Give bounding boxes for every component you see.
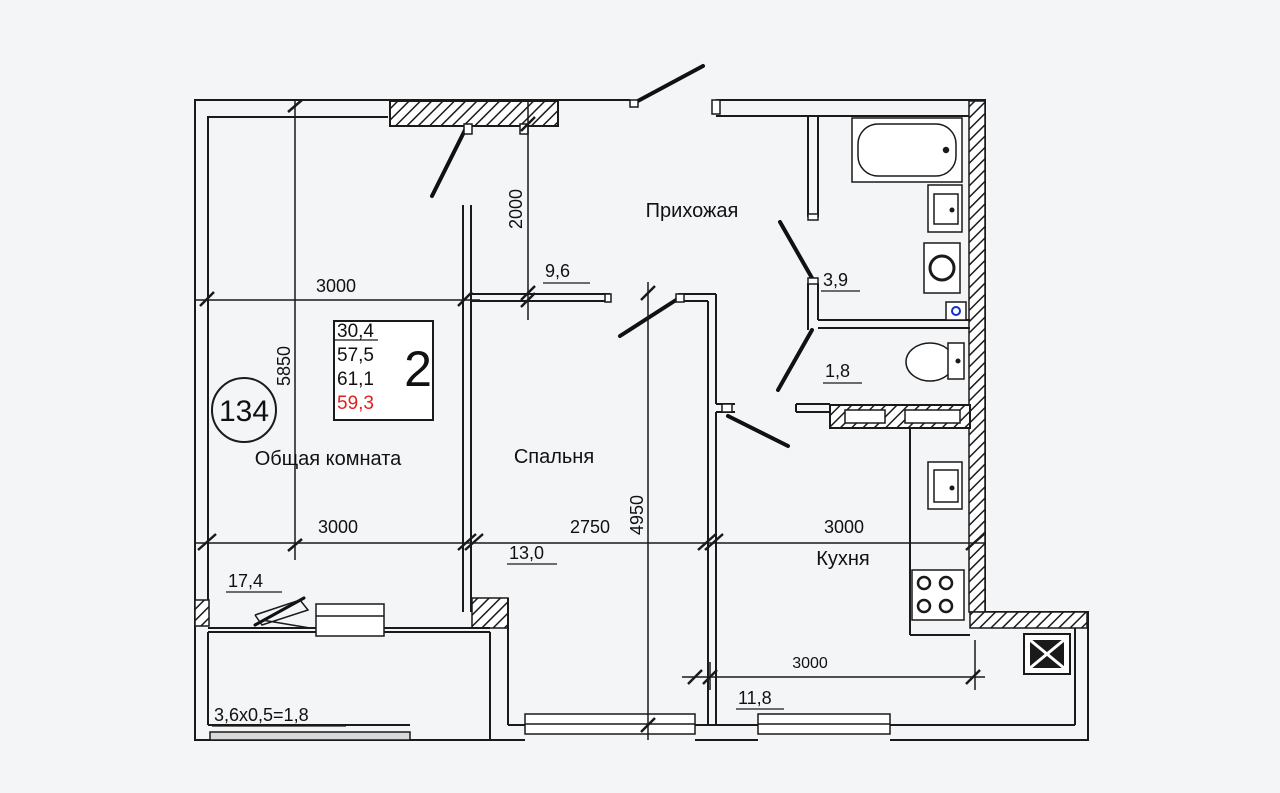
area-wc: 1,8: [825, 361, 850, 381]
vent-shafts: [829, 404, 971, 429]
area-hall: 9,6: [545, 261, 570, 281]
area-balcony: 3,6х0,5=1,8: [214, 705, 309, 725]
apartment-number-circle: [211, 377, 277, 443]
room-name-living: Общая комната: [255, 448, 402, 470]
air-conditioner-icon: [1023, 633, 1071, 675]
room-name-bedroom: Спальня: [514, 446, 594, 468]
dim-kitchen-width: 3000: [824, 517, 864, 537]
dim-hall-height: 2000: [506, 189, 526, 229]
bathtub-icon: [851, 117, 963, 183]
summary-living-area: 30,4: [337, 321, 374, 342]
balcony-door: [254, 599, 311, 629]
dim-bedroom-width: 2750: [570, 517, 610, 537]
washing-machine-icon: [923, 242, 961, 294]
dim-bedroom-height: 4950: [627, 495, 647, 535]
room-areas: 17,4 13,0 9,6 3,9 1,8 11,8 3,6х0,5=1,8: [212, 261, 862, 727]
summary-area-with-balcony: 61,1: [337, 369, 374, 390]
area-bath: 3,9: [823, 270, 848, 290]
area-kitchen: 11,8: [738, 688, 772, 708]
water-meter-icon: [945, 301, 967, 321]
summary-reduced-area: 59,3: [337, 393, 374, 414]
toilet-icon: [905, 342, 965, 382]
summary-total-area: 57,5: [337, 345, 374, 366]
apartment-number: 134: [219, 395, 269, 428]
kitchen-sink-icon: [927, 461, 963, 510]
windows: [209, 603, 891, 741]
door-jambs: [463, 99, 819, 413]
area-living: 17,4: [228, 571, 263, 591]
dimension-ticks: [197, 99, 985, 733]
area-bedroom: 13,0: [509, 543, 544, 563]
room-name-kitchen: Кухня: [816, 548, 870, 570]
dim-living-width-top: 3000: [316, 276, 356, 296]
room-count: 2: [404, 341, 432, 397]
dim-kitchen-width-bottom: 3000: [792, 655, 828, 672]
dimension-lines: [195, 100, 985, 740]
stove-icon: [911, 569, 965, 621]
dim-living-width-bottom: 3000: [318, 517, 358, 537]
summary-box: [333, 320, 434, 421]
dim-living-height: 5850: [274, 346, 294, 386]
room-name-hall: Прихожая: [646, 200, 739, 222]
sink-icon: [927, 184, 963, 233]
